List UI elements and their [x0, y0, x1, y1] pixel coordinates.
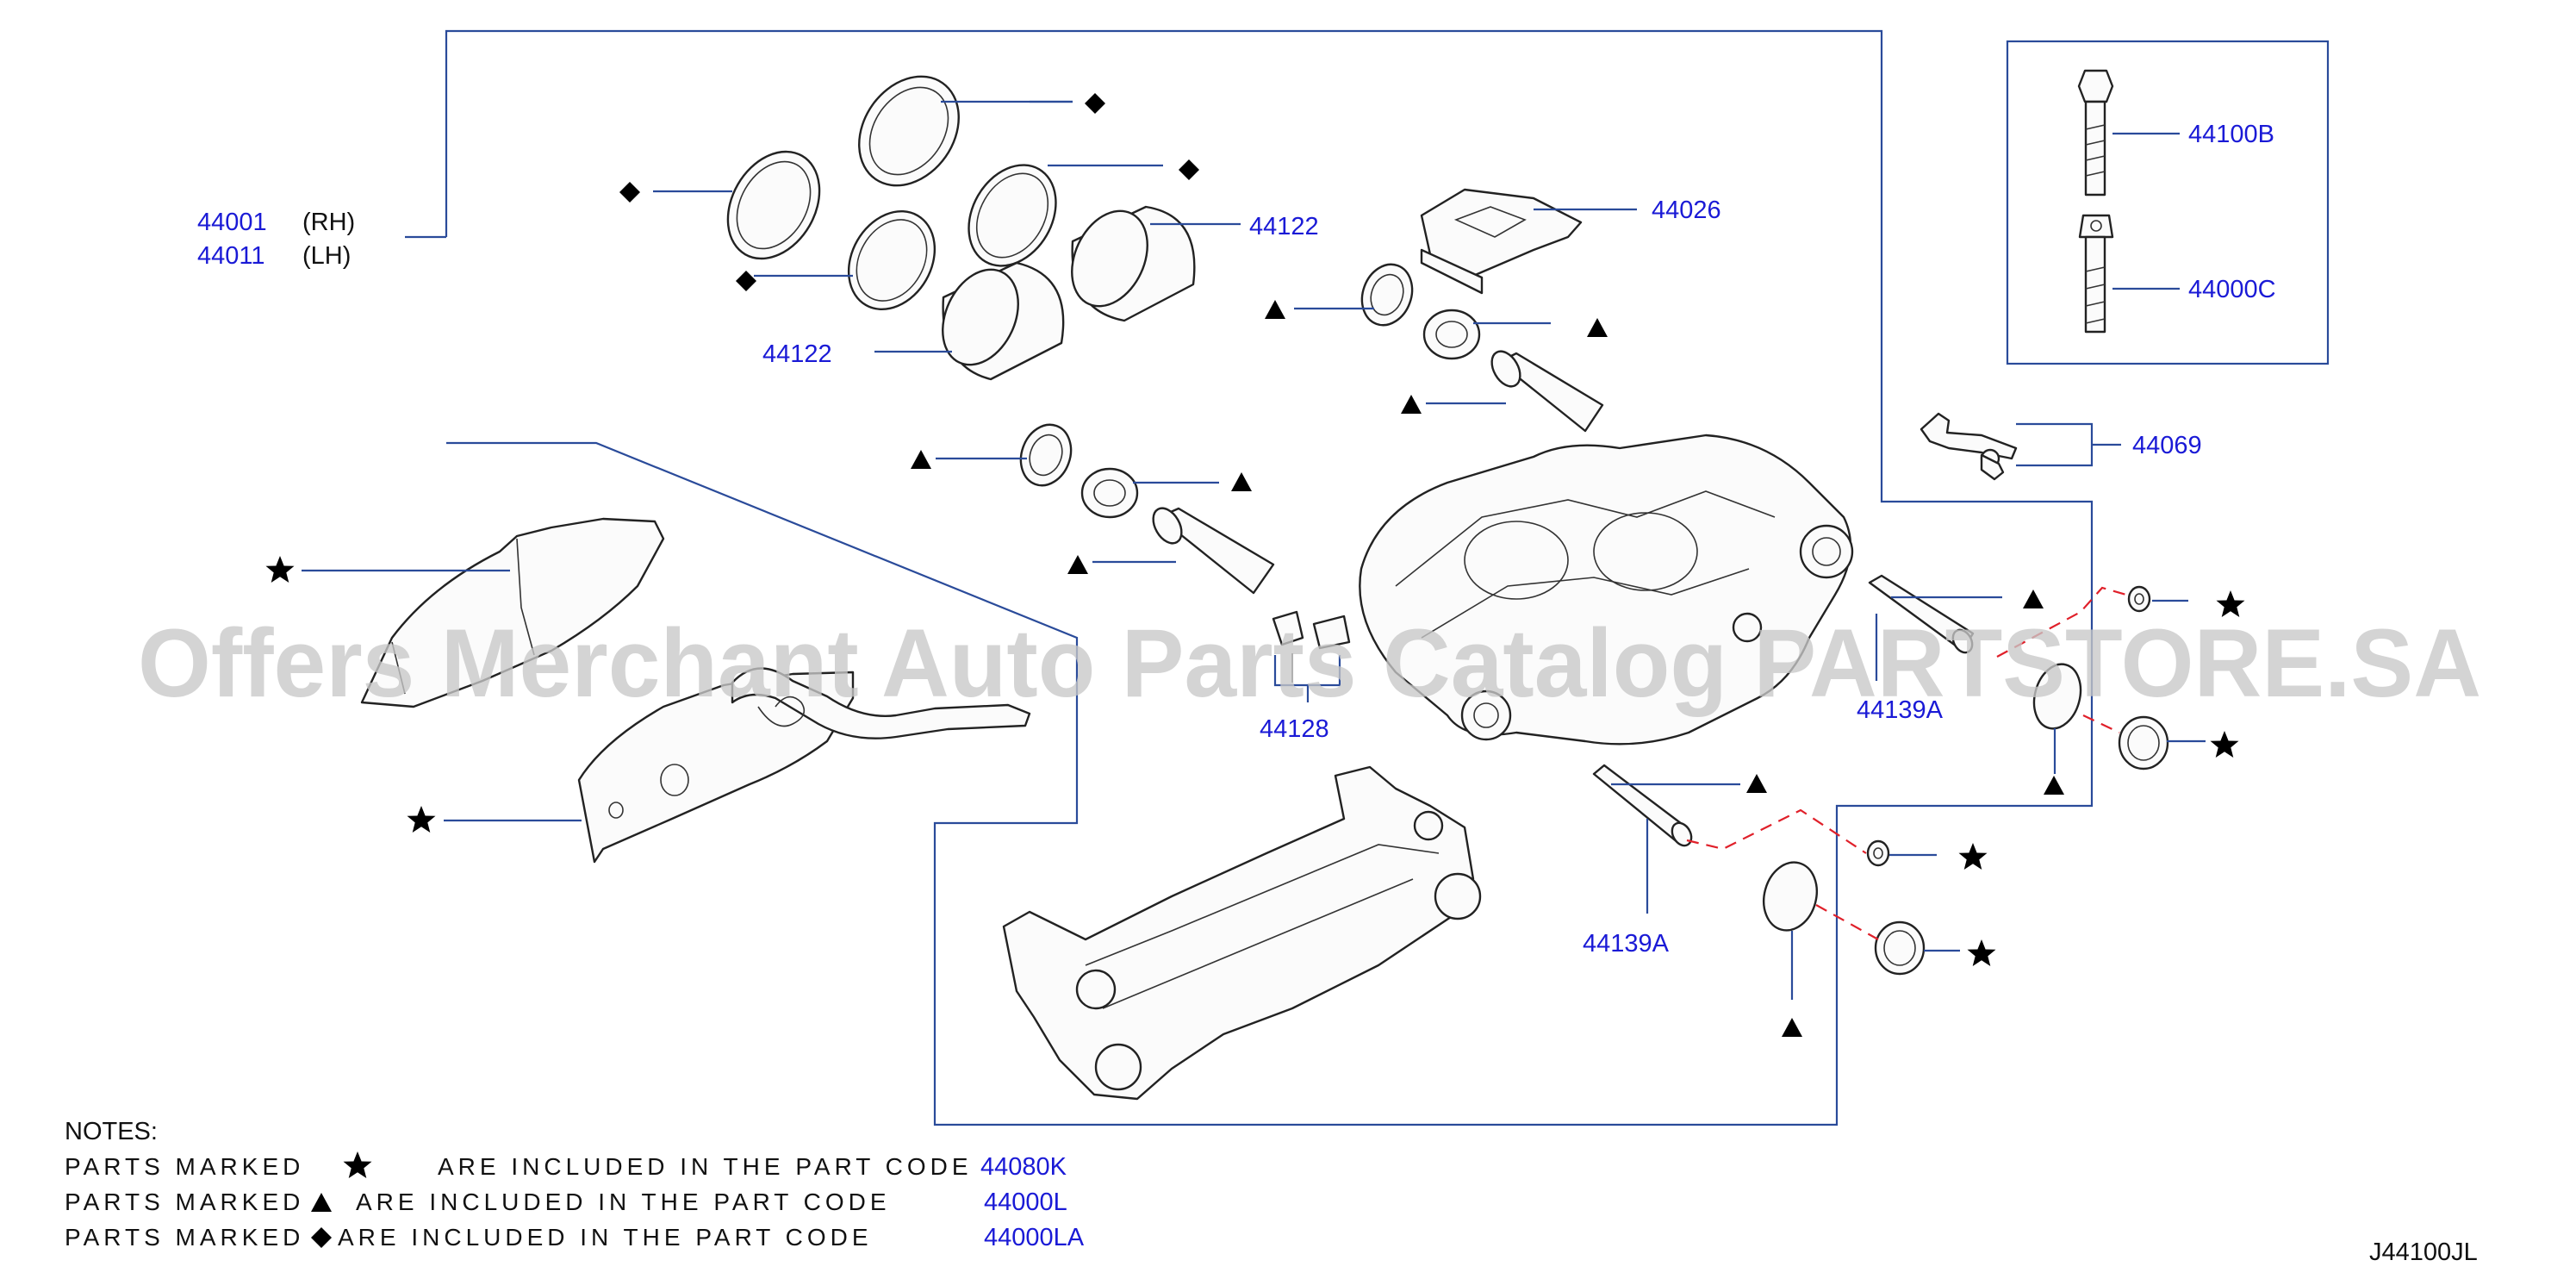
callout-rh: (RH) — [302, 209, 355, 236]
notes-line3-suffix: ARE INCLUDED IN THE PART CODE — [338, 1224, 873, 1251]
notes-line2-prefix: PARTS MARKED — [65, 1189, 304, 1215]
callout-44100b: 44100B — [2188, 121, 2274, 148]
notes-line2-suffix: ARE INCLUDED IN THE PART CODE — [356, 1189, 891, 1215]
notes-line1-code: 44080K — [980, 1153, 1067, 1181]
caliper-body — [1359, 434, 1854, 746]
star-icon — [1967, 939, 1996, 966]
brake-pad-lower-with-sensor — [577, 667, 1031, 864]
triangle-icon — [1231, 472, 1252, 491]
star-icon — [2210, 731, 2239, 758]
triangle-icon — [1746, 774, 1767, 793]
piston-seal-ring-mid — [968, 164, 1057, 267]
hose-bracket — [1920, 412, 2018, 481]
dust-boot-upper — [1360, 263, 1414, 327]
notes-line1-prefix: PARTS MARKED — [65, 1153, 304, 1180]
triangle-icon — [1401, 395, 1422, 414]
bushing-lower — [1080, 467, 1139, 519]
diamond-icon — [736, 271, 756, 291]
callout-44139a-upper: 44139A — [1857, 696, 1944, 724]
notes-line2-code: 44000L — [984, 1189, 1067, 1216]
leader-lines — [302, 100, 2206, 1000]
callout-44069: 44069 — [2132, 432, 2202, 459]
bolt-44100b — [2077, 69, 2114, 197]
seal-ring-right-lower — [1763, 861, 1818, 932]
callout-labels: 44001 (RH) 44011 (LH) 44122 44122 44026 … — [197, 121, 2276, 958]
triangle-icon — [1587, 318, 1608, 337]
star-icon — [265, 556, 295, 583]
washer-upper — [2127, 585, 2151, 613]
callout-44001: 44001 — [197, 209, 267, 236]
dust-boot-lower — [1019, 423, 1073, 487]
callout-44122-lower: 44122 — [762, 340, 832, 368]
brake-pad-upper — [360, 517, 665, 708]
diamond-icon — [311, 1227, 332, 1248]
diamond-icon — [1179, 159, 1199, 180]
piston-left — [942, 261, 1065, 381]
triangle-icon — [1067, 555, 1088, 574]
piston-right — [1071, 205, 1196, 322]
seal-ring-right-upper — [2032, 663, 2082, 730]
assembly-frame — [405, 29, 2094, 1126]
bolt-44000c — [2078, 214, 2114, 334]
callout-44000c: 44000C — [2188, 276, 2276, 303]
diamond-icon — [1085, 93, 1105, 114]
triangle-icon — [911, 450, 931, 469]
bolt-box — [2006, 40, 2330, 365]
diagram-code: J44100JL — [2369, 1238, 2478, 1266]
dashed-guides — [1686, 586, 2127, 940]
dust-cap-right-lower — [1874, 920, 1926, 976]
pin-sleeve-upper — [1490, 350, 1604, 433]
caliper-support-bracket — [1002, 765, 1482, 1101]
callout-44128: 44128 — [1260, 715, 1329, 743]
washer-lower — [1866, 839, 1890, 867]
bleeder-screw — [1272, 610, 1351, 683]
notes-line1-suffix: ARE INCLUDED IN THE PART CODE — [438, 1153, 973, 1180]
diamond-icon — [619, 182, 640, 203]
piston-seal-ring-left — [726, 150, 821, 260]
pad-clip — [1420, 188, 1583, 295]
callout-lh: (LH) — [302, 242, 351, 270]
star-icon — [407, 806, 436, 833]
callout-44139a-lower: 44139A — [1583, 930, 1670, 958]
slide-pin-lower — [1592, 764, 1693, 847]
watermark: Offers Merchant Auto Parts Catalog PARTS… — [138, 609, 2481, 717]
triangle-icon — [2044, 776, 2064, 795]
dust-cap-right-upper — [2118, 715, 2169, 771]
star-icon — [1958, 843, 1988, 870]
notes-line3-prefix: PARTS MARKED — [65, 1224, 304, 1251]
slide-pin-upper — [1868, 574, 1975, 654]
notes-block: NOTES: PARTS MARKED ARE INCLUDED IN THE … — [65, 1118, 1085, 1251]
piston-seal-ring-large — [858, 75, 960, 187]
bushing-upper — [1422, 309, 1481, 360]
notes-line3-code: 44000LA — [984, 1224, 1085, 1251]
callout-44011: 44011 — [197, 242, 265, 270]
piston-seal-ring-low — [847, 209, 936, 311]
callout-44122-upper: 44122 — [1249, 213, 1319, 240]
triangle-icon — [1265, 300, 1285, 319]
pin-sleeve-lower — [1152, 507, 1275, 595]
star-icon — [343, 1151, 372, 1178]
triangle-icon — [2023, 590, 2044, 608]
triangle-icon — [1782, 1018, 1802, 1037]
notes-heading: NOTES: — [65, 1118, 158, 1145]
triangle-icon — [311, 1193, 332, 1212]
callout-44026: 44026 — [1652, 197, 1721, 224]
